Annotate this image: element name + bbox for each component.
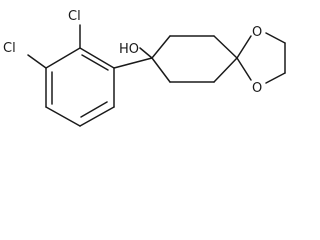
bond bbox=[79, 106, 115, 127]
bond bbox=[265, 72, 286, 84]
bond-to-hydroxyl bbox=[139, 47, 153, 59]
bond-to-chlorine-left bbox=[27, 54, 47, 69]
cyclohexane-ring bbox=[151, 35, 238, 83]
double-bond-inner bbox=[81, 54, 109, 71]
bond bbox=[236, 57, 252, 81]
bond bbox=[79, 47, 115, 69]
bond bbox=[45, 47, 81, 69]
bond bbox=[151, 35, 171, 59]
chlorine-top-label: Cl bbox=[68, 9, 81, 24]
hydroxyl-label: HO bbox=[119, 42, 139, 57]
bond bbox=[213, 35, 238, 59]
bond bbox=[151, 57, 171, 83]
chlorine-left-label: Cl bbox=[3, 41, 16, 56]
bond bbox=[213, 57, 238, 83]
bond bbox=[45, 106, 81, 127]
bond-aryl-to-cyclohexane bbox=[113, 57, 153, 69]
oxygen-top-label: O bbox=[252, 25, 262, 40]
benzene-ring bbox=[45, 47, 115, 127]
chemical-structure-drawing: Cl Cl HO O O bbox=[3, 9, 286, 127]
oxygen-bottom-label: O bbox=[252, 81, 262, 96]
bond bbox=[265, 32, 286, 44]
bond bbox=[236, 35, 252, 59]
double-bond-inner bbox=[80, 101, 108, 118]
dioxolane-ring bbox=[236, 32, 286, 84]
